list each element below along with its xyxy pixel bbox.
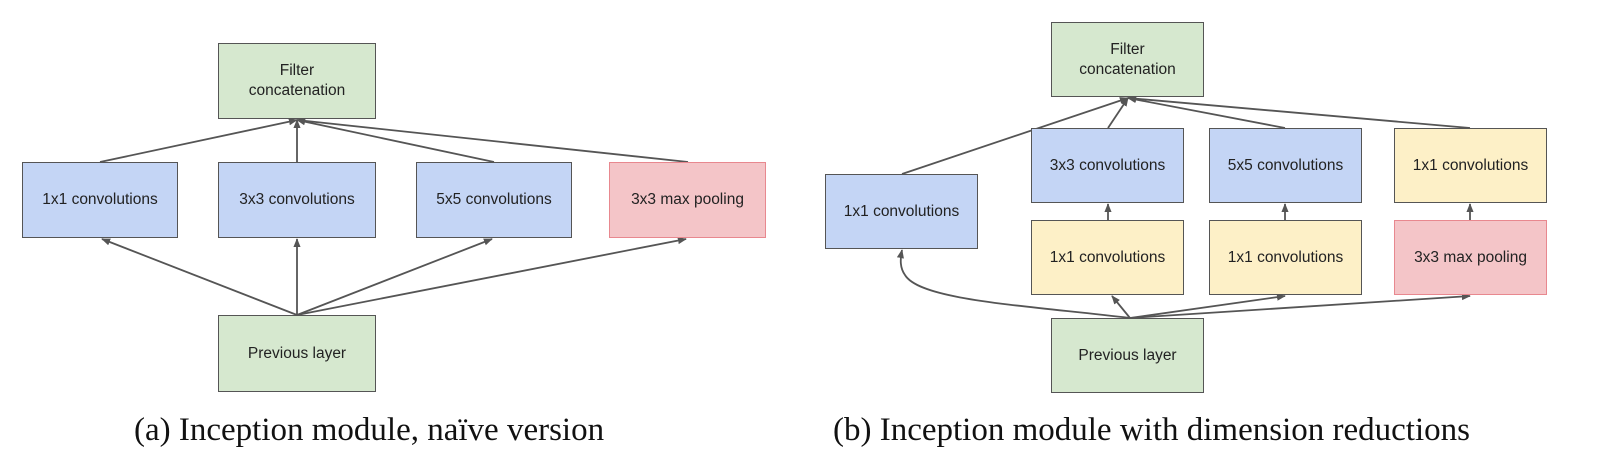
a-edge-prev-to-pool xyxy=(296,237,687,316)
b-edge-1x1-to-concat xyxy=(901,97,1129,175)
a-edge-pool-to-concat xyxy=(296,117,689,163)
a-3x3-max-pooling: 3x3 max pooling xyxy=(609,162,766,238)
b-edge-1x1-after-pool-to-concat xyxy=(1127,95,1471,129)
a-previous-layer: Previous layer xyxy=(218,315,376,392)
a-5x5-convolutions: 5x5 convolutions xyxy=(416,162,572,238)
b-3x3-max-pooling: 3x3 max pooling xyxy=(1394,220,1547,295)
b-3x3-convolutions: 3x3 convolutions xyxy=(1031,128,1184,203)
a-edge-1x1-to-concat xyxy=(99,118,298,163)
a-filter-concatenation: Filter concatenation xyxy=(218,43,376,119)
b-filter-concatenation: Filter concatenation xyxy=(1051,22,1204,97)
caption-a: (a) Inception module, naïve version xyxy=(134,412,605,448)
b-1x1-reduction-for-5x5: 1x1 convolutions xyxy=(1209,220,1362,295)
a-edge-prev-to-1x1 xyxy=(101,238,298,316)
b-5x5-convolutions: 5x5 convolutions xyxy=(1209,128,1362,203)
a-3x3-convolutions: 3x3 convolutions xyxy=(218,162,376,238)
b-1x1-reduction-for-3x3: 1x1 convolutions xyxy=(1031,220,1184,295)
b-edge-prev-to-reduce3 xyxy=(1111,295,1131,319)
b-1x1-convolutions-after-pool: 1x1 convolutions xyxy=(1394,128,1547,203)
b-edge-5x5-to-concat xyxy=(1127,95,1286,129)
b-edge-3x3-to-concat xyxy=(1107,97,1129,129)
b-previous-layer: Previous layer xyxy=(1051,318,1204,393)
b-edge-prev-to-1x1 xyxy=(896,249,1131,319)
b-1x1-convolutions: 1x1 convolutions xyxy=(825,174,978,249)
b-edge-prev-to-reduce5 xyxy=(1129,293,1286,319)
caption-b: (b) Inception module with dimension redu… xyxy=(833,412,1470,448)
a-edge-5x5-to-concat xyxy=(296,118,495,163)
b-edge-prev-to-pool xyxy=(1129,292,1471,319)
a-edge-prev-to-5x5 xyxy=(296,238,493,316)
a-1x1-convolutions: 1x1 convolutions xyxy=(22,162,178,238)
